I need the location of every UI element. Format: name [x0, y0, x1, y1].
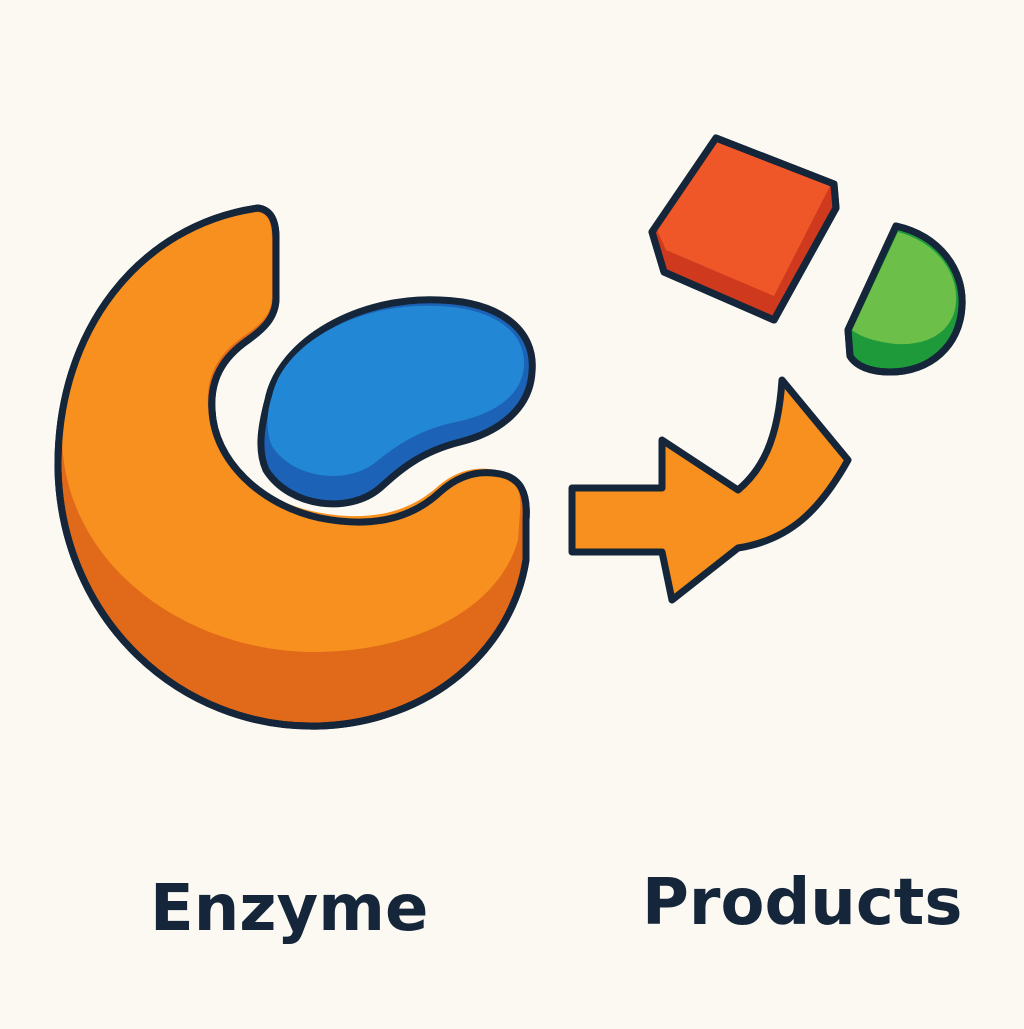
product-red-shape [648, 134, 840, 324]
reaction-arrow [568, 376, 852, 604]
substrate-shape [257, 296, 536, 508]
products-label: Products [642, 866, 963, 940]
enzyme-shape [54, 204, 530, 730]
enzyme-label: Enzyme [150, 872, 429, 946]
product-green-shape [844, 222, 966, 376]
